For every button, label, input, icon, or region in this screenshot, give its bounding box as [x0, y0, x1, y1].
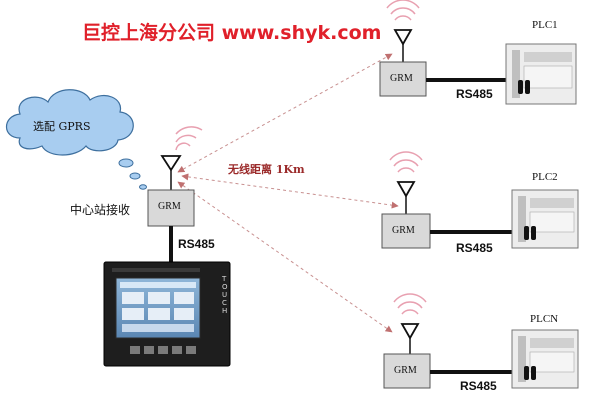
center-grm-module: [147, 126, 203, 262]
hmi-touch-panel: [103, 261, 231, 367]
hmi-brand-label: TOUCH: [222, 275, 228, 315]
plc2-label: PLC2: [532, 171, 558, 183]
plcn-label: PLCN: [530, 313, 559, 325]
rs485-label-n: RS485: [460, 379, 497, 393]
wireless-link-plc2: [181, 173, 399, 209]
remote-station-2: [381, 151, 579, 249]
remote-station-1: [379, 0, 577, 105]
remote-station-n: [383, 293, 579, 389]
gprs-option-label: 选配 GPRS: [33, 120, 91, 133]
grm-label-1: GRM: [390, 73, 413, 84]
wireless-distance-label: 无线距离 1Km: [228, 163, 305, 176]
rs485-label-1: RS485: [456, 87, 493, 101]
rs485-label-2: RS485: [456, 241, 493, 255]
gprs-cloud: [5, 89, 147, 190]
center-grm-label: GRM: [158, 201, 181, 212]
center-station-label: 中心站接收: [70, 203, 131, 217]
grm-label-2: GRM: [392, 225, 415, 236]
plc1-label: PLC1: [532, 19, 558, 31]
wireless-link-plc1: [177, 53, 393, 173]
wireless-link-plcn: [177, 181, 393, 333]
rs485-label-center: RS485: [178, 237, 215, 251]
signal-waves-center: [175, 126, 203, 151]
grm-label-n: GRM: [394, 365, 417, 376]
company-title: 巨控上海分公司 www.shyk.com: [82, 22, 382, 44]
